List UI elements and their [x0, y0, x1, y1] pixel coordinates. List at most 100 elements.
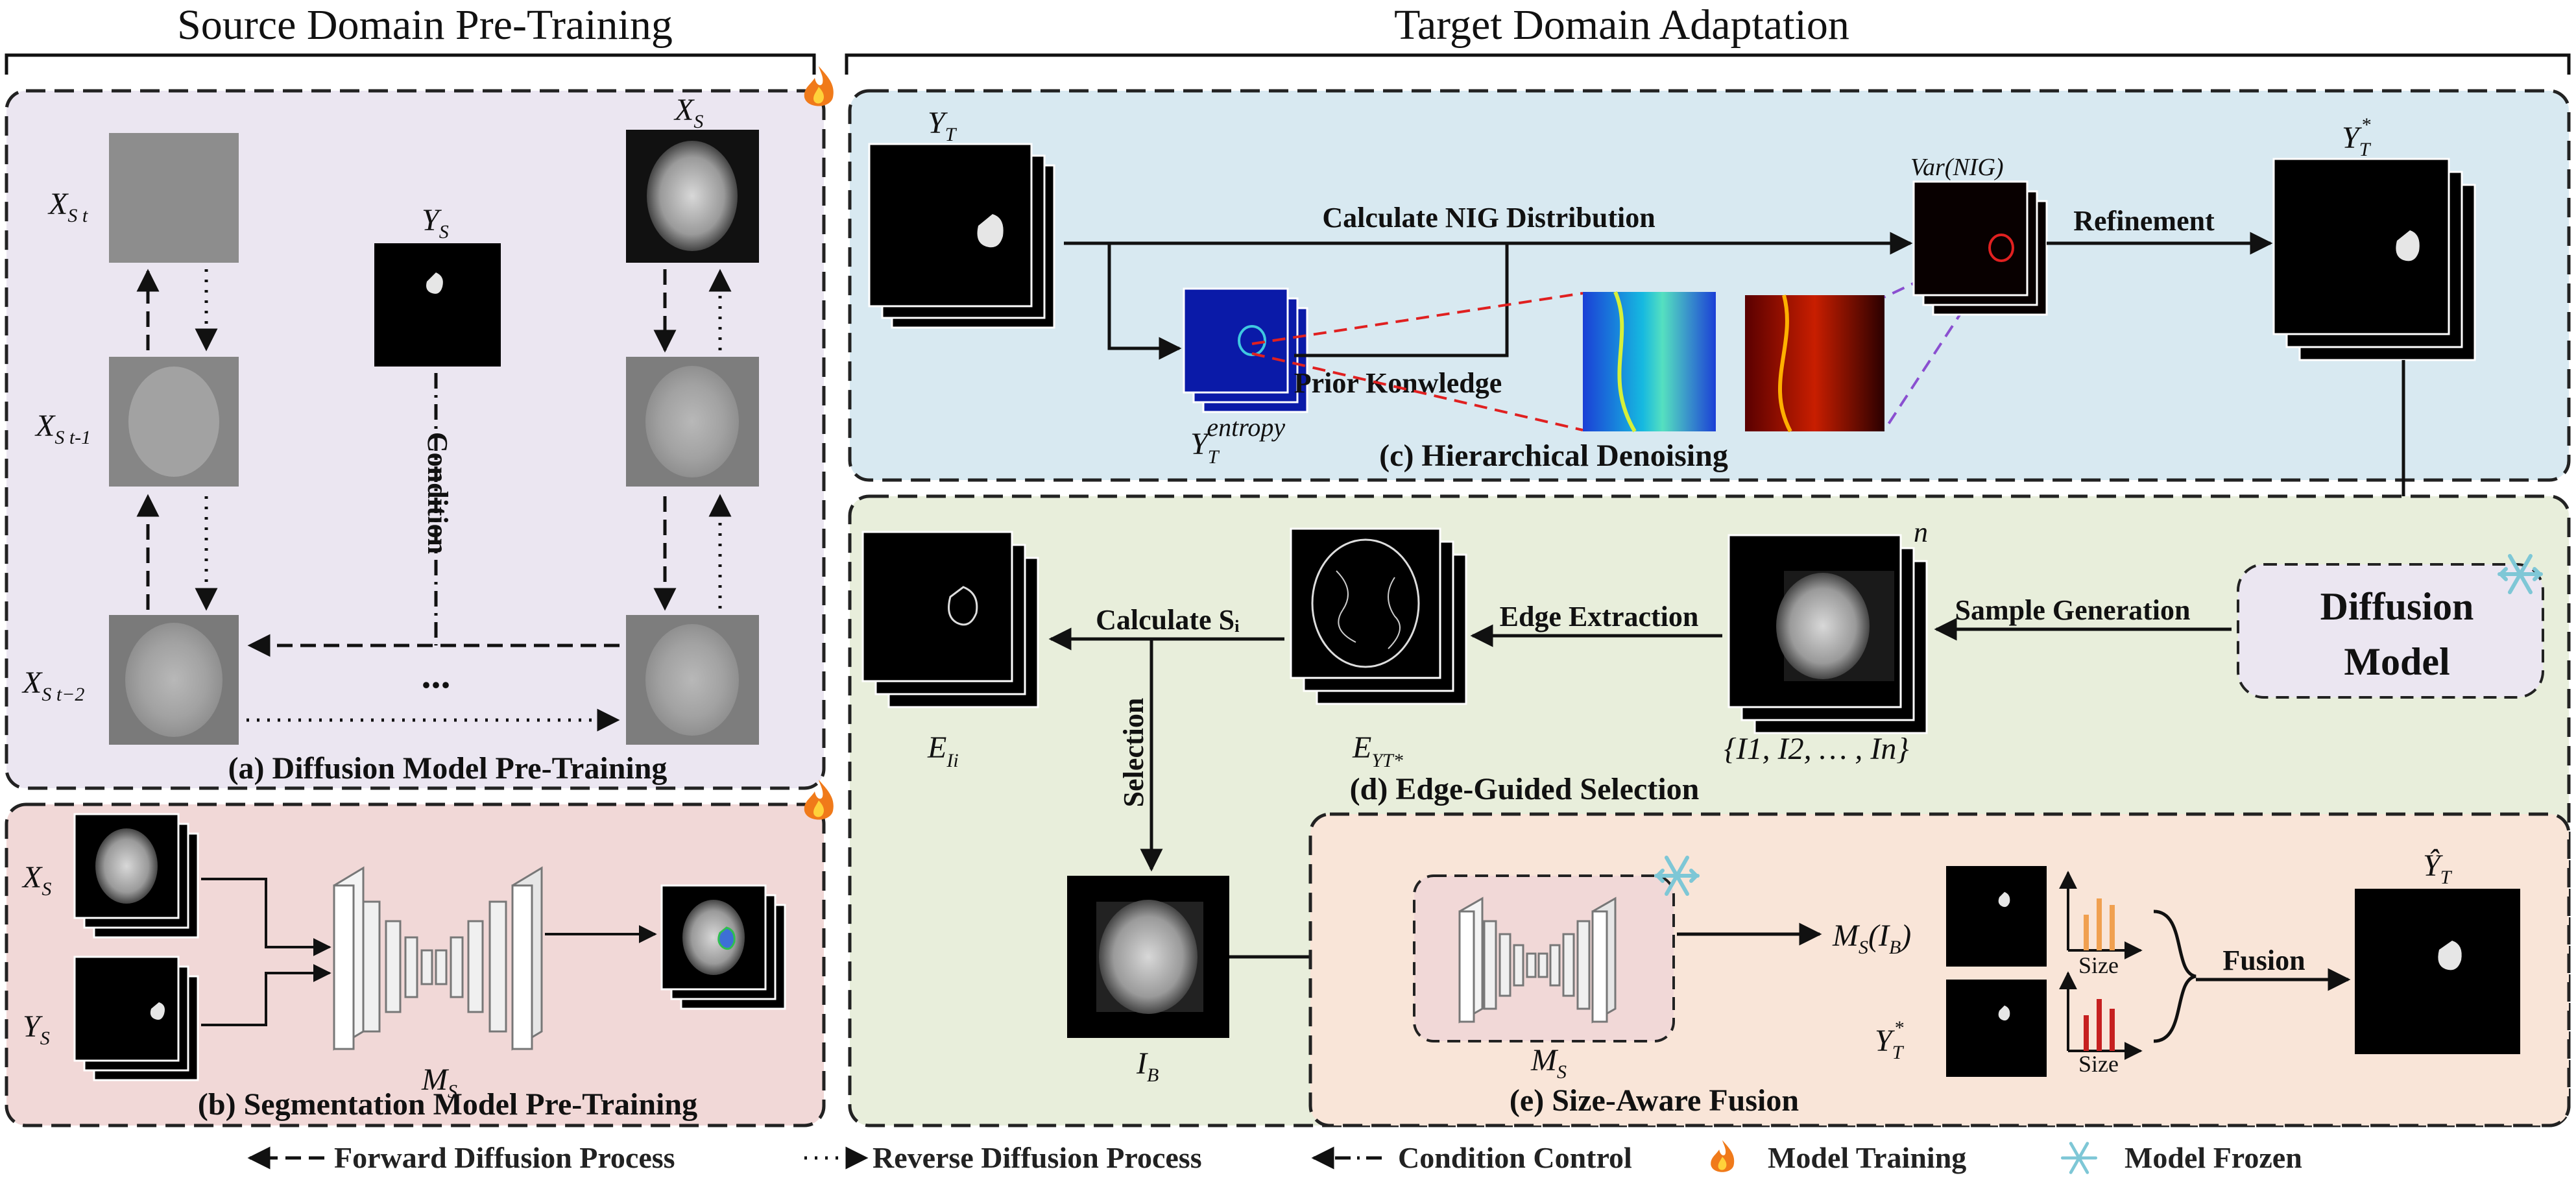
- stack-var-edge: [1988, 234, 2014, 262]
- stack-edge-detail: [1336, 570, 1401, 649]
- target-header-bracket: [845, 53, 2571, 75]
- label-yt: YT: [928, 106, 957, 145]
- stack-ytstar-lesion: [2396, 230, 2420, 261]
- arrow-to-entropy: [1107, 243, 1182, 360]
- image-ytstar-lesion: [1998, 1005, 2010, 1021]
- label-ytstar: YT*: [2342, 114, 2372, 160]
- prior-connector: [1294, 243, 1509, 357]
- target-header: Target Domain Adaptation: [1394, 1, 1849, 49]
- label-xst: XS t: [47, 187, 88, 226]
- image-right-mid-brain: [645, 366, 739, 477]
- fire-icon: [804, 66, 834, 106]
- zoom-variance-edge: [1777, 295, 1792, 433]
- label-sample-generation: Sample Generation: [1955, 594, 2191, 626]
- source-header: Source Domain Pre-Training: [177, 1, 673, 49]
- label-xst1: XS t-1: [34, 409, 91, 448]
- zoom-line-red-1: [1251, 292, 1583, 345]
- image-ys: [374, 243, 501, 367]
- label-refinement: Refinement: [2073, 205, 2215, 237]
- image-xst1-brain: [128, 367, 219, 477]
- panel-e-caption: (e) Size-Aware Fusion: [1510, 1083, 1799, 1118]
- image-xs-brain: [647, 141, 738, 251]
- zoom-line-purple-2: [1883, 255, 1999, 431]
- fire-icon: [804, 780, 834, 820]
- label-condition: Condition: [422, 432, 453, 554]
- diffusion-model-box: [2237, 563, 2544, 699]
- zoom-entropy: [1583, 292, 1716, 431]
- image-ib-brain: [1099, 900, 1198, 1014]
- snowflake-icon: [1654, 856, 1700, 896]
- histogram-orange: [2059, 871, 2143, 959]
- label-sample-set: {I1, I2, … , In}: [1724, 732, 1908, 766]
- label-xs: XS: [673, 93, 703, 132]
- stack-edge-outline: [1311, 538, 1420, 668]
- image-xst2-brain: [125, 623, 223, 737]
- zoom-line-red-2: [1251, 352, 1583, 431]
- panel-a-caption: (a) Diffusion Model Pre-Training: [228, 751, 668, 786]
- label-ei: EIi: [927, 730, 959, 771]
- label-yt-entropy: YTentropy: [1190, 413, 1285, 468]
- stack-ei-edge: [948, 586, 978, 626]
- label-eytstar: EYT*: [1352, 730, 1403, 771]
- snowflake-icon: [2498, 554, 2543, 594]
- label-calc-nig: Calculate NIG Distribution: [1322, 202, 1655, 234]
- segmentation-network-ms: [333, 866, 543, 1051]
- label-prior: Prior Konwledge: [1294, 367, 1502, 399]
- label-n-mark: n: [1914, 516, 1928, 548]
- legend: Forward Diffusion Process Reverse Diffus…: [247, 1140, 2302, 1174]
- label-ms-ib: MS(IB): [1832, 919, 1911, 958]
- stack-ys-lesion: [150, 1002, 165, 1020]
- label-ys: YS: [422, 203, 449, 243]
- label-fusion: Fusion: [2222, 945, 2305, 976]
- panel-d-caption: (d) Edge-Guided Selection: [1350, 772, 1700, 806]
- histogram-red: [2059, 971, 2143, 1060]
- label-ms-b: MS: [421, 1063, 457, 1102]
- stack-out-brain: [682, 900, 745, 975]
- image-yhat: [2355, 889, 2520, 1054]
- legend-condition-label: Condition Control: [1398, 1141, 1632, 1174]
- image-ms-ib-mask: [1946, 866, 2047, 967]
- label-size-1: Size: [2078, 952, 2119, 978]
- label-calculate-si: Calculate Sᵢ: [1096, 604, 1240, 636]
- zoom-entropy-edge: [1613, 291, 1637, 433]
- segmentation-network-frozen: [1458, 897, 1617, 1024]
- image-ytstar-mask: [1946, 980, 2047, 1077]
- source-header-bracket: [5, 53, 816, 75]
- legend-forward-label: Forward Diffusion Process: [334, 1141, 675, 1174]
- zoom-variance: [1745, 295, 1884, 431]
- legend-frozen-label: Model Frozen: [2125, 1141, 2302, 1174]
- image-right-bottom-brain: [645, 624, 739, 736]
- label-edge-extraction: Edge Extraction: [1500, 601, 1699, 632]
- label-xs-b: XS: [21, 860, 51, 900]
- arrow-xs-to-net: [201, 878, 331, 956]
- diffusion-model-line1: Diffusion: [2320, 585, 2474, 628]
- label-var-nig: Var(NIG): [1910, 154, 2004, 181]
- label-ys-b: YS: [23, 1009, 50, 1049]
- stack-ytstar-front: [2272, 158, 2450, 335]
- label-yhat: ŶT: [2423, 849, 2453, 888]
- label-ms-e: MS: [1530, 1043, 1567, 1083]
- fusion-brace: [2153, 909, 2197, 1043]
- label-ib: IB: [1136, 1046, 1159, 1086]
- image-xst: [109, 133, 239, 263]
- stack-yt-front: [868, 143, 1033, 307]
- diffusion-model-line2: Model: [2344, 640, 2450, 683]
- label-ytstar-e: YT*: [1875, 1017, 1905, 1063]
- panel-b-caption: (b) Segmentation Model Pre-Training: [198, 1087, 697, 1122]
- panel-a: [5, 89, 826, 790]
- label-xst2: XS t−2: [21, 666, 84, 705]
- ellipsis: ...: [422, 653, 451, 696]
- image-yhat-lesion: [2438, 941, 2462, 970]
- fire-icon: [1711, 1140, 1735, 1172]
- legend-training-label: Model Training: [1768, 1141, 1966, 1174]
- snowflake-icon: [2060, 1142, 2098, 1174]
- stack-edge-front: [1290, 527, 1441, 679]
- arrow-ys-to-net: [201, 964, 331, 1026]
- label-selection: Selection: [1118, 698, 1150, 808]
- image-ms-ib-lesion: [1998, 892, 2010, 908]
- image-ys-lesion: [426, 272, 443, 294]
- legend-reverse-label: Reverse Diffusion Process: [873, 1141, 1202, 1174]
- stack-entropy-front: [1183, 287, 1289, 394]
- stack-samples-brain: [1776, 573, 1870, 679]
